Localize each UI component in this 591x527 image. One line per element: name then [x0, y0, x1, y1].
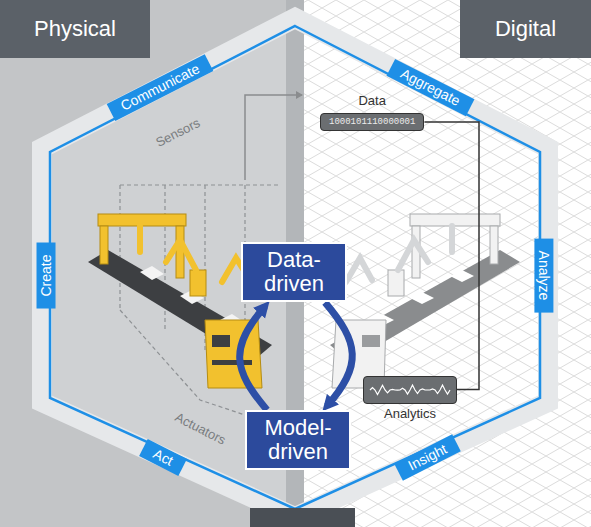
stage-band: Analyze: [534, 238, 553, 312]
node-text: Analyze: [536, 250, 552, 300]
waveform: [364, 377, 456, 403]
cycle-arrow: [240, 306, 267, 410]
analytics-box: Analytics: [363, 376, 457, 421]
region-header: Physical: [0, 0, 150, 58]
analytics-label: Analytics: [363, 406, 457, 421]
cycle-arrow: [325, 302, 352, 406]
stage-band: Create: [37, 242, 56, 308]
analytics-screen: [363, 376, 457, 404]
data-record: Data 1000101110000001: [320, 93, 424, 131]
approach-box: Model-driven: [245, 410, 351, 470]
node-text: Physical: [34, 16, 116, 42]
node-text: Create: [38, 254, 54, 296]
node-text: Digital: [495, 16, 556, 42]
data-flow-line: [424, 122, 479, 390]
data-bits: 1000101110000001: [320, 113, 424, 131]
approach-box: Data-driven: [241, 242, 347, 302]
node-text: Model-driven: [264, 415, 331, 464]
node-text: Data-driven: [264, 247, 324, 296]
data-heading: Data: [320, 93, 424, 108]
region-header: Digital: [460, 0, 591, 58]
